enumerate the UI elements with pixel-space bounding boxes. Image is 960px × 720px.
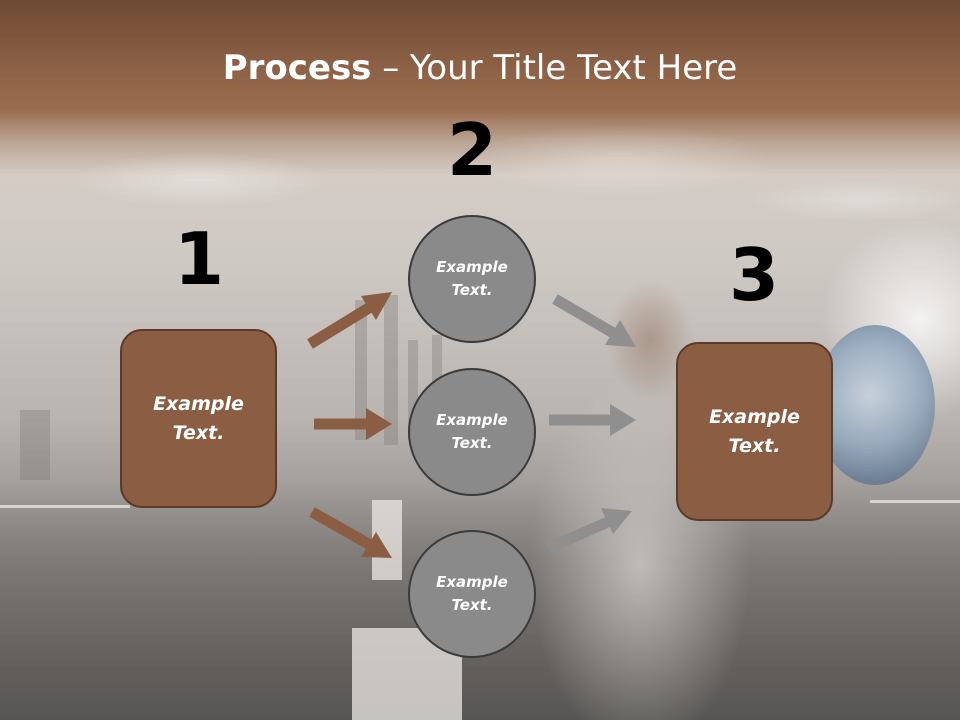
process-circle-middle: Example Text. — [408, 368, 536, 496]
gray-arrow-right — [549, 404, 636, 436]
gray-arrow-down — [552, 294, 636, 347]
brown-arrow-right — [314, 408, 392, 440]
process-circle-middle-label: Example Text. — [436, 411, 508, 452]
step-box-3: Example Text. — [676, 342, 833, 521]
title-rest: – Your Title Text Here — [371, 48, 738, 88]
process-circle-top: Example Text. — [408, 215, 536, 343]
background-chimney — [355, 300, 367, 440]
step-box-1: Example Text. — [120, 329, 277, 508]
step-number-2: 2 — [446, 108, 498, 192]
background-chimney — [408, 340, 418, 440]
step-number-3: 3 — [728, 233, 780, 317]
step-box-3-label: Example Text. — [709, 405, 800, 457]
gray-arrow-up — [546, 508, 632, 554]
globe-image — [815, 325, 935, 485]
title-bold: Process — [222, 48, 372, 88]
road-marking — [0, 505, 130, 508]
road-marking — [870, 500, 960, 503]
background-building — [20, 410, 50, 480]
brown-arrow-up — [307, 292, 392, 349]
process-circle-top-label: Example Text. — [436, 258, 508, 299]
process-circle-bottom-label: Example Text. — [436, 573, 508, 614]
step-number-1: 1 — [173, 217, 225, 301]
background-chimney — [384, 295, 398, 445]
process-circle-bottom: Example Text. — [408, 530, 536, 658]
step-box-1-label: Example Text. — [153, 392, 244, 444]
slide-title: Process – Your Title Text Here — [0, 48, 960, 88]
brown-arrow-down — [309, 507, 392, 558]
